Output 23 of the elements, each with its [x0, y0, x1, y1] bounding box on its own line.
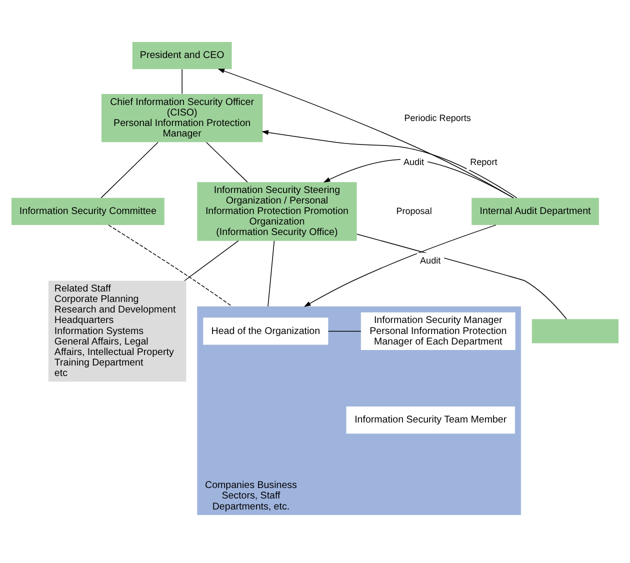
node-box: President and CEO — [132, 42, 232, 70]
arrow — [304, 224, 496, 307]
edge-label: Periodic Reports — [404, 112, 471, 123]
connector — [328, 330, 362, 332]
edge-label: Audit — [403, 156, 424, 167]
connector — [184, 240, 239, 282]
connector — [108, 224, 232, 307]
connector — [268, 240, 275, 307]
connector — [356, 234, 567, 320]
label: Proposal — [396, 206, 432, 216]
node-box — [532, 319, 618, 344]
node-box: Head of the Organization — [203, 318, 328, 345]
edge-label: Audit — [420, 256, 441, 266]
node-box: Information Security Manager Personal Information Protection Manager of Each Department — [360, 312, 516, 350]
node-box: Information Security Steering Organization / Personal Information Protection Promotion Organization (Information Security Office) — [197, 182, 357, 241]
connector — [100, 142, 158, 198]
connector — [206, 142, 248, 182]
node-box: Information Security Team Member — [346, 406, 515, 434]
edge-label: Report — [470, 156, 498, 167]
node-box: Information Security Committee — [12, 198, 164, 226]
node-box: Internal Audit Department — [472, 198, 599, 226]
node-box: Related Staff Corporate Planning Research and Development Headquarters Information Systems General Affairs, Legal Affairs, Intellectual Property Training Department etc — [48, 280, 186, 382]
node-box: Chief Information Security Officer (CISO) Personal Information Protection Manager — [102, 94, 263, 142]
